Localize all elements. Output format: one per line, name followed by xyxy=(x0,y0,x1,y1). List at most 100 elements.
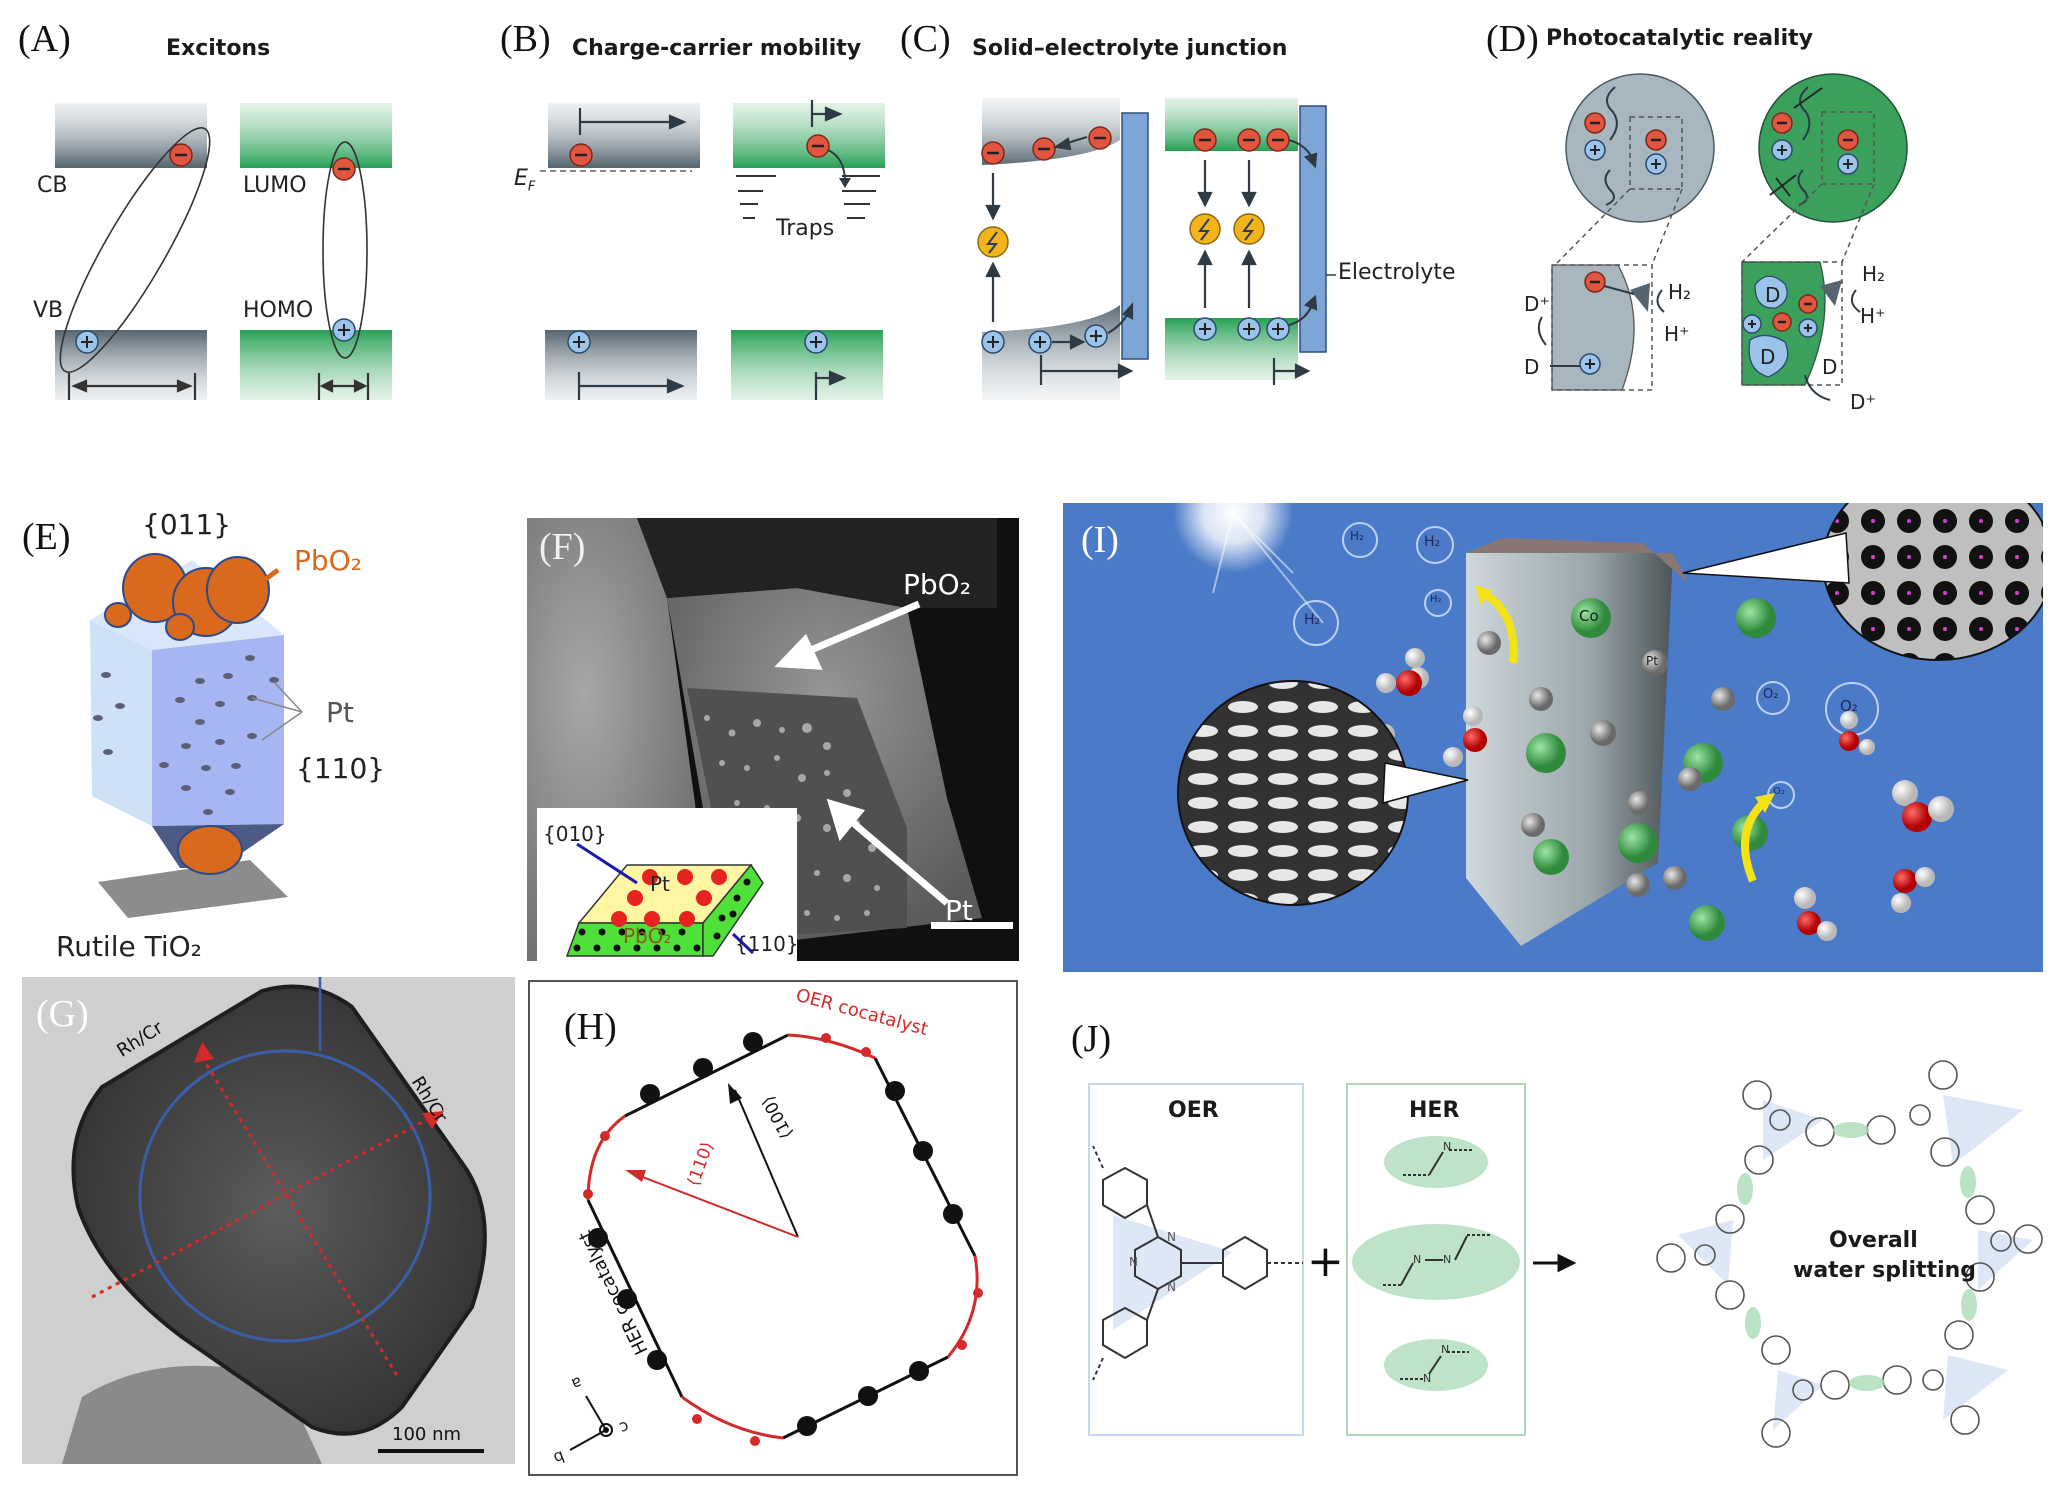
d-domains xyxy=(1748,275,1789,378)
panel-g: (G) Rh/Cr Rh/Cr 100 nm xyxy=(22,977,515,1464)
traps-label: Traps xyxy=(776,216,835,241)
electron-icon xyxy=(1088,126,1112,150)
carriers xyxy=(1584,112,1859,175)
h2-bubble-label: H₂ xyxy=(1350,529,1364,543)
panel-d-label: (D) xyxy=(1486,18,1539,60)
charge-path xyxy=(1604,86,1618,206)
blocked-path-marks xyxy=(1769,87,1823,197)
crystal-shadow xyxy=(98,860,288,918)
panel-d-title: Photocatalytic reality xyxy=(1546,26,1813,51)
hole-icon xyxy=(567,330,591,354)
o2-bubble-label: O₂ xyxy=(1840,697,1858,715)
hole-icon xyxy=(1579,353,1601,375)
sem-pointer-arrows xyxy=(774,600,950,906)
oxygen-evolution-arrow xyxy=(1741,800,1766,883)
vb-label: VB xyxy=(33,298,64,323)
charge-path xyxy=(1797,86,1811,206)
electron-icon xyxy=(1798,294,1818,314)
triazine-monomer xyxy=(1092,1145,1303,1381)
crystal-axes xyxy=(569,1395,613,1451)
inset-pointer xyxy=(1382,762,1469,804)
panel-b-title: Charge-carrier mobility xyxy=(572,36,862,61)
crystal-left-face xyxy=(90,620,152,826)
hole-icon xyxy=(1771,139,1793,161)
triazine-n: N xyxy=(1167,1280,1176,1294)
hole-icon xyxy=(981,330,1005,354)
h2-label: H₂ xyxy=(1862,262,1886,286)
pt-label: Pt xyxy=(326,696,354,729)
o2-bubble-label: O₂ xyxy=(1763,687,1779,702)
panel-e-label: (E) xyxy=(22,516,71,558)
panel-c: (C) Solid–electrolyte junction xyxy=(900,0,1460,420)
direction-arrowhead xyxy=(194,1042,214,1063)
her-cocatalyst-particles xyxy=(588,1032,963,1436)
direction-arrowhead xyxy=(422,1111,444,1129)
holes xyxy=(981,317,1290,354)
h2-bubble-label: H₂ xyxy=(1430,594,1442,605)
hole-icon xyxy=(1798,318,1818,338)
electron-icon xyxy=(1193,128,1217,152)
panel-a: (A) Excitons CB VB LUMO HOMO xyxy=(0,0,500,420)
arrowhead xyxy=(1755,793,1775,813)
cof-ring xyxy=(1656,1060,2043,1448)
triazine-highlight xyxy=(1113,1215,1233,1330)
panel-a-diagram xyxy=(55,103,392,400)
pbo2-particles xyxy=(104,553,270,875)
exciton-radius-arrow xyxy=(67,373,370,400)
panel-b-diagram xyxy=(540,100,885,400)
pt-particles xyxy=(93,655,279,815)
panel-f-label: (F) xyxy=(539,526,586,568)
hrtem-inset-top xyxy=(1822,503,2043,661)
organic-lumo-band xyxy=(733,103,885,168)
facet-011-label: {011} xyxy=(142,508,232,541)
analysis-circle xyxy=(138,1049,432,1343)
electron-icon xyxy=(1772,312,1792,332)
triazine-n: N xyxy=(1129,1255,1138,1269)
cb-label: CB xyxy=(37,173,68,198)
inset-diagram: {010} Pt PbO₂ {110} xyxy=(537,808,799,961)
fermi-e: E xyxy=(514,166,528,191)
sun-icon xyxy=(1173,503,1293,573)
platinum-sites xyxy=(1477,631,1735,897)
electron-icon xyxy=(169,143,193,167)
panel-b-label: (B) xyxy=(500,18,551,60)
linker-n: N xyxy=(1443,1140,1452,1153)
her-linkers xyxy=(1352,1136,1520,1391)
homo-band xyxy=(240,330,392,400)
sem-top-back xyxy=(637,518,997,608)
o2-bubble-label: O₂ xyxy=(1773,786,1785,797)
hydrogen-evolution-arrow xyxy=(1480,589,1518,664)
h2-bubble-label: H₂ xyxy=(1424,534,1441,550)
hole-icon xyxy=(1237,317,1261,341)
trap-states xyxy=(736,175,880,219)
electrolyte-bar xyxy=(1299,105,1327,353)
linker-n: N xyxy=(1441,1343,1450,1356)
oer-box-title: OER xyxy=(1168,1098,1219,1123)
arrowhead xyxy=(625,1170,646,1182)
electron-icon xyxy=(1837,129,1859,151)
oer-monomer-box xyxy=(1088,1083,1304,1436)
platinum-label: Pt xyxy=(1646,654,1658,668)
electron-icon xyxy=(1237,128,1261,152)
hole-icon xyxy=(1084,324,1108,348)
scale-bar xyxy=(931,922,1013,929)
inset-facet-110: {110} xyxy=(735,932,799,956)
recombination-icons xyxy=(977,213,1265,258)
electron-icon xyxy=(332,157,356,181)
panel-j: (J) OER HER xyxy=(1063,1000,2058,1496)
d-plus-label: D⁺ xyxy=(1524,292,1550,316)
hole-icon xyxy=(75,330,99,354)
d-label: D xyxy=(1822,355,1838,379)
panel-j-label: (J) xyxy=(1071,1018,1112,1060)
panel-i-label: (I) xyxy=(1081,519,1119,561)
panel-f: (F) PbO₂ Pt {010} Pt PbO₂ {110} xyxy=(527,518,1019,961)
oer-cocatalyst-particles xyxy=(583,1033,983,1446)
panel-j-chemistry xyxy=(1092,1060,2043,1448)
hole-icon xyxy=(1837,153,1859,175)
electron-icon xyxy=(1771,112,1793,134)
pt-pointer-lines xyxy=(251,681,303,741)
fermi-sub: F xyxy=(527,179,536,195)
electrolyte-label: Electrolyte xyxy=(1338,260,1456,285)
her-box-title: HER xyxy=(1409,1098,1460,1123)
facet-110-label: {110} xyxy=(296,752,386,785)
